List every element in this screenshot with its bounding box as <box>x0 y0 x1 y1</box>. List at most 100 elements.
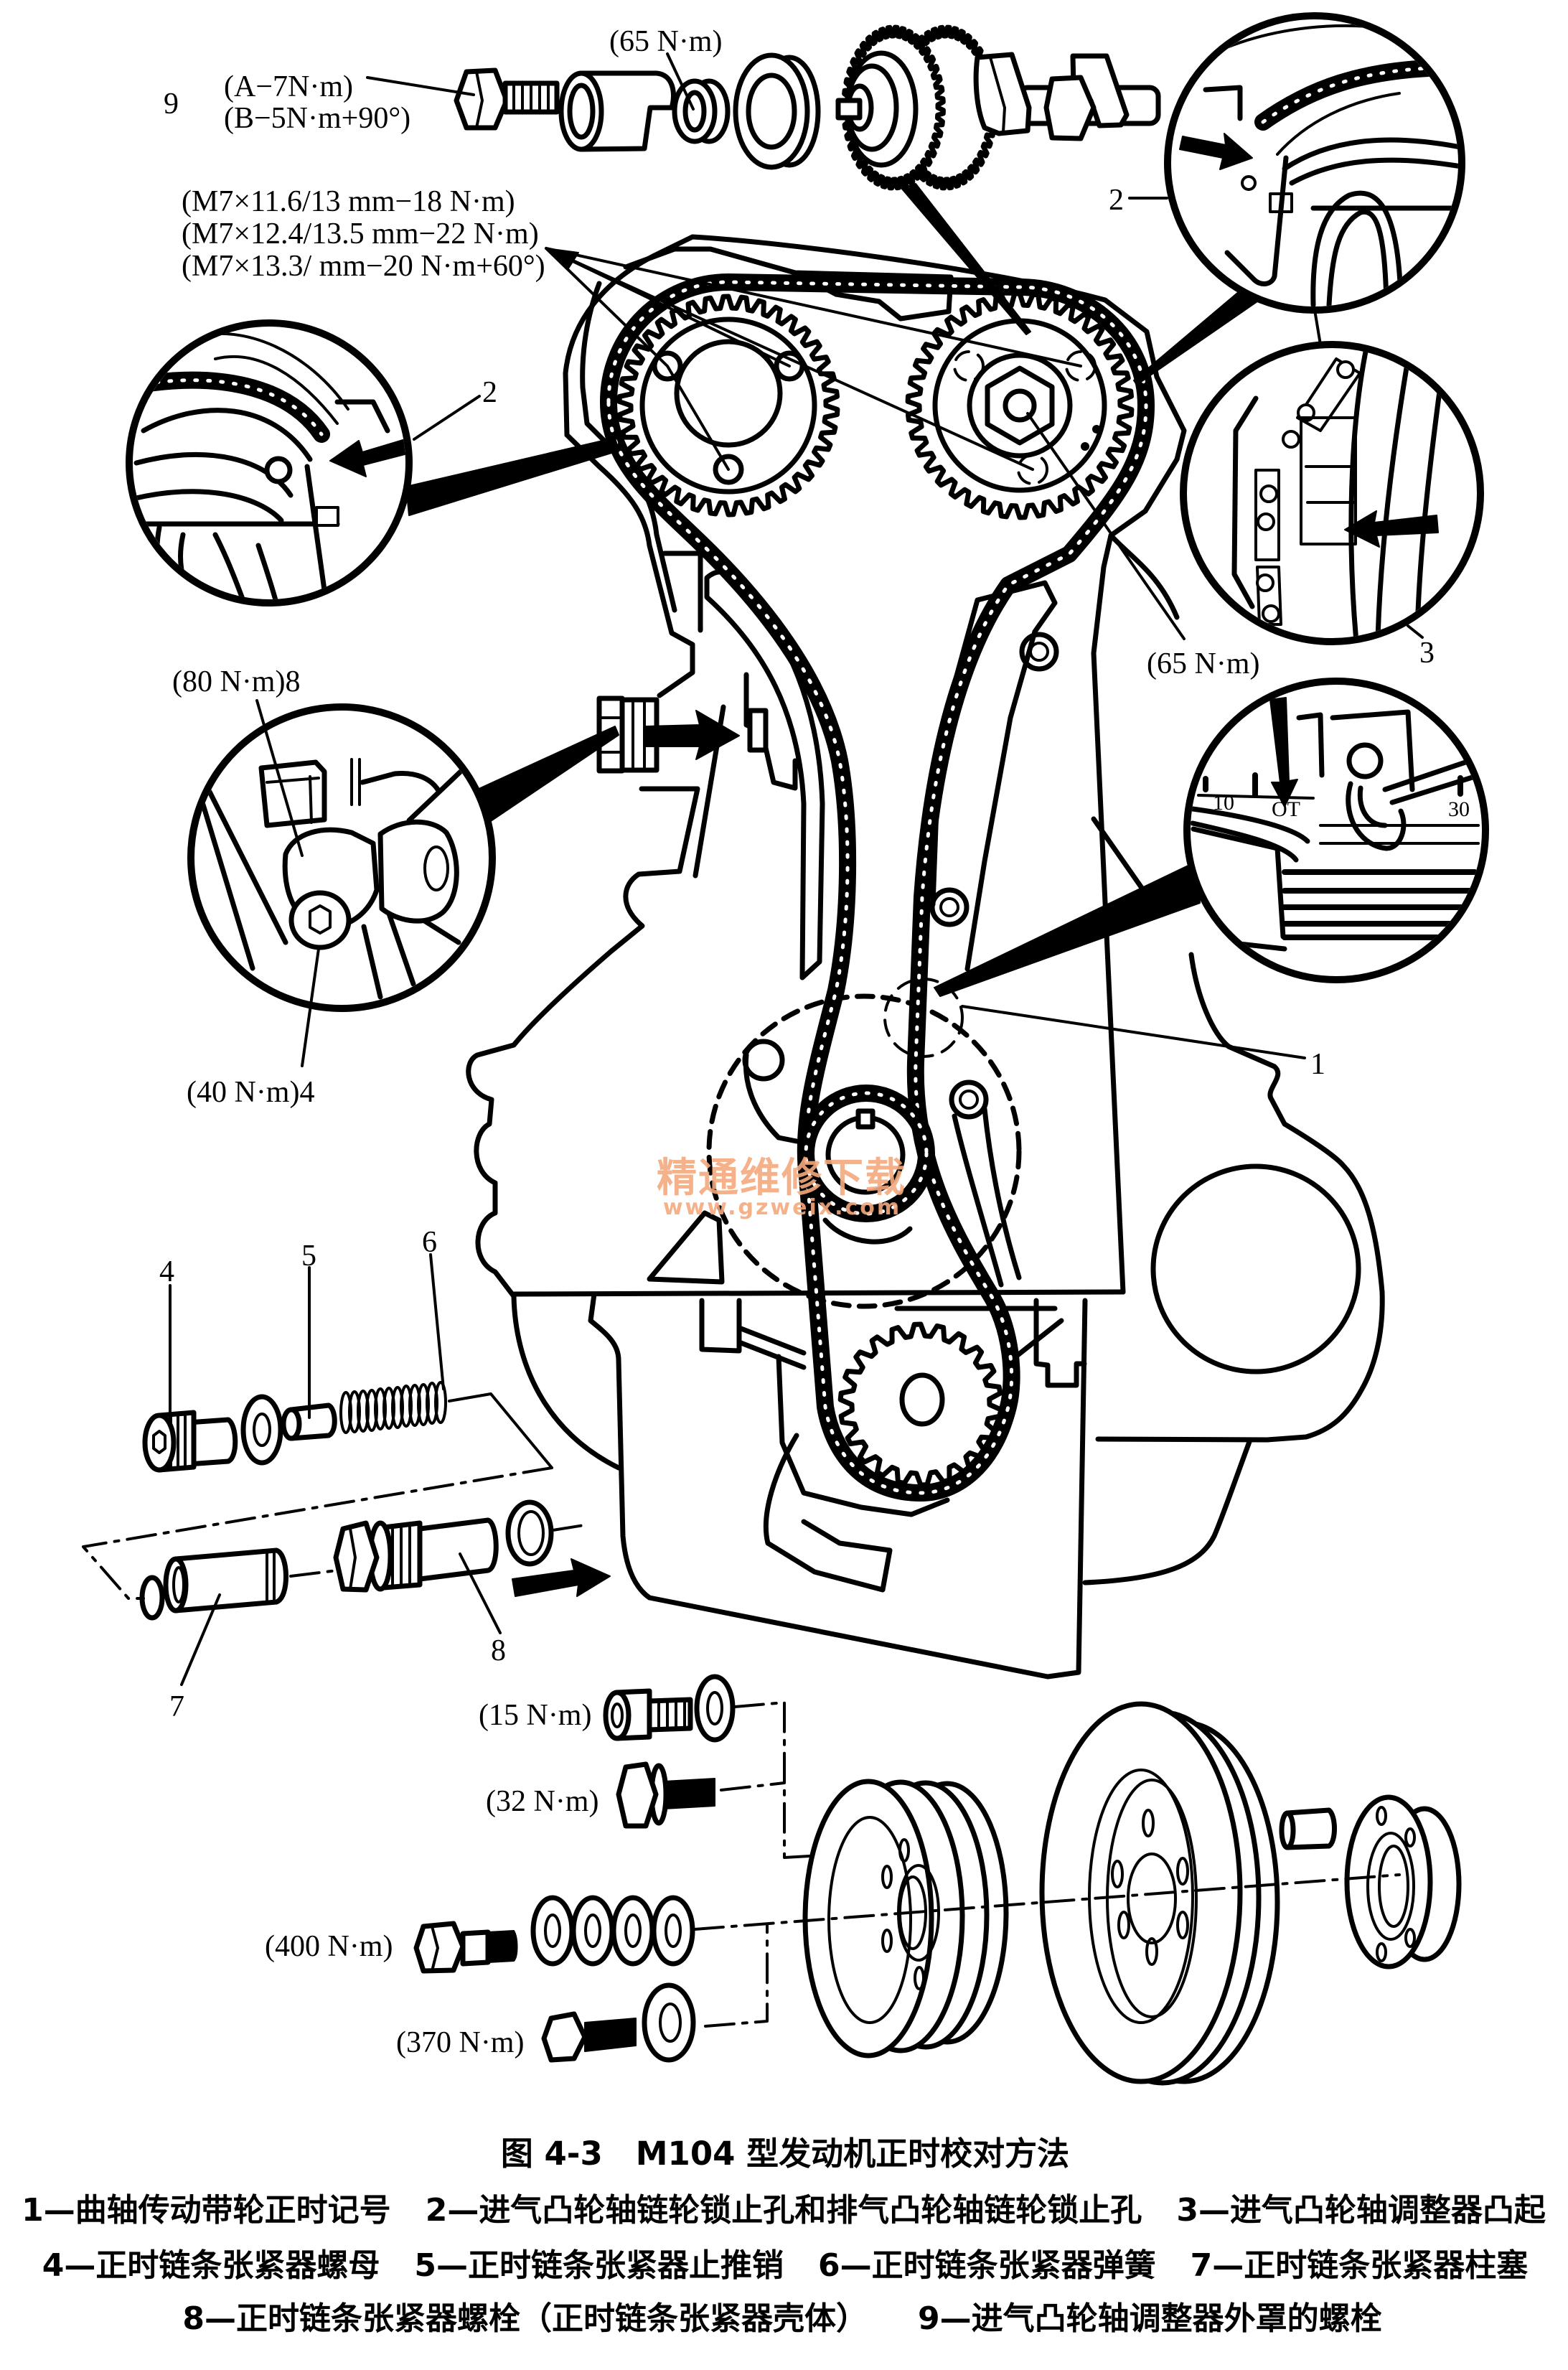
nut-bore <box>682 90 707 133</box>
camshaft-contour <box>133 408 340 527</box>
cover-triangle-rib <box>647 1210 725 1285</box>
intake-camshaft-sprocket <box>616 294 840 517</box>
camshaft-hex <box>1043 75 1097 141</box>
label-sprocket-bolt-spec-2: (M7×12.4/13.5 mm−22 N·m) <box>182 217 539 250</box>
bearing-lobe <box>1310 190 1404 306</box>
bolt-hole <box>898 1838 910 1863</box>
assembly-path-line <box>720 1781 786 1791</box>
oil-pump-right-bracket <box>894 1298 1087 1388</box>
bolt-hole <box>1117 1911 1130 1939</box>
tensioner-plunger-stub <box>747 708 769 753</box>
bolt-hex-edge <box>349 1527 357 1591</box>
pin-body <box>1285 1807 1337 1850</box>
legend-separator: — <box>205 2300 236 2337</box>
engine-block-right-contour <box>1095 952 1385 1443</box>
legend-separator: — <box>1212 2247 1244 2284</box>
bolt-hex-edge <box>475 70 484 129</box>
lower-timing-case-outline <box>588 1291 1088 1680</box>
tensioner-seal-ring <box>505 1499 554 1567</box>
cam-bearing-cap <box>623 246 954 322</box>
sealing-washer <box>240 1394 283 1466</box>
o-ring <box>139 1575 165 1621</box>
tensioner-nut-part-4 <box>142 1410 238 1473</box>
exhaust-sprocket-hex-bolt <box>985 365 1055 446</box>
legend-separator: — <box>1198 2192 1230 2229</box>
pin-body <box>288 1402 337 1441</box>
sensor-bolt <box>1346 742 1384 779</box>
pointer-line <box>545 247 1082 471</box>
pin-face <box>1279 1810 1296 1850</box>
legend-text: 正时链条张紧器螺母 <box>95 2247 380 2284</box>
bolt-hole <box>1142 1809 1155 1837</box>
detail-view-intake-lock-hole <box>126 319 619 606</box>
plunger-face-inner <box>172 1566 185 1603</box>
washer-inner <box>544 1914 561 1948</box>
bolt-hole <box>1176 1857 1189 1886</box>
timing-cover-left-edge <box>564 432 695 698</box>
legend-separator: — <box>436 2247 468 2284</box>
central-bolt-370nm <box>541 1982 696 2063</box>
tensioner-body <box>377 819 459 924</box>
washer-inner <box>253 1413 271 1447</box>
leader-line-part-9 <box>366 76 475 96</box>
cam-lobe <box>973 52 1032 136</box>
bolt-hex-head <box>413 1921 466 1974</box>
socket-head-face <box>603 1690 632 1741</box>
chain-segment <box>1254 60 1437 131</box>
label-sprocket-bolt-spec-1: (M7×11.6/13 mm−18 N·m) <box>182 185 515 218</box>
block-lower-left-sweep <box>511 1293 621 1471</box>
callout-labels: 9 (A−7N·m) (B−5N·m+90°) (65 N·m) (M7×11.… <box>159 25 1435 2059</box>
bolt-facets <box>266 775 320 824</box>
legend-row-3: 8—正时链条张紧器螺栓（正时链条张紧器壳体）9—进气凸轮轴调整器外罩的螺栓 <box>182 2300 1381 2337</box>
legend-num: 9 <box>918 2300 940 2337</box>
central-bolt-washers <box>530 1895 695 1967</box>
crankshaft-hub <box>1344 1794 1462 1969</box>
assembly-axis-line <box>551 1523 590 1532</box>
label-sprocket-bolt-spec-3: (M7×13.3/ mm−20 N·m+60°) <box>182 250 545 283</box>
legend-num: 4 <box>42 2247 65 2284</box>
timing-dot <box>1081 442 1089 451</box>
part-leader-lines <box>169 1253 502 1686</box>
watermark: 精通维修下载 www.gzweix.com <box>657 1155 905 1220</box>
hex-socket <box>309 904 332 935</box>
scale-band <box>1319 824 1480 845</box>
block-bore-circle <box>1150 1163 1361 1374</box>
tensioner-housing-outline <box>743 672 798 791</box>
install-direction-arrow <box>512 1558 611 1597</box>
label-tensioner-bolt: (80 N·m)8 <box>172 665 300 698</box>
tensioner-bolt-head-detail <box>258 759 327 828</box>
label-pulley-bolt-32: (32 N·m) <box>486 1785 598 1818</box>
bolt-hex-head <box>616 1761 659 1829</box>
socket <box>611 1702 624 1728</box>
washer-inner <box>624 1914 642 1948</box>
assembly-axis-line <box>289 1569 339 1578</box>
bolt-hex-head <box>541 2011 588 2063</box>
label-bolt-9-torque-b: (B−5N·m+90°) <box>224 102 410 135</box>
pointer-arrowhead <box>545 248 579 269</box>
hidden-bolt-hole <box>953 350 985 382</box>
hub-bore <box>1378 1845 1409 1928</box>
plunger-body <box>173 1547 288 1613</box>
washer-outer <box>571 1895 615 1967</box>
detail-view-crank-timing-mark: 10 OT 30 <box>934 678 1489 1059</box>
bolt-hole <box>1376 1942 1387 1962</box>
nut-stub <box>185 1417 238 1467</box>
bolt-hole <box>914 1966 925 1990</box>
legend-num: 8 <box>182 2300 205 2337</box>
intake-sprocket-teeth <box>616 294 840 517</box>
assembly-frame-line <box>448 1392 553 1469</box>
assembly-axis-line <box>82 1466 553 1600</box>
intake-camshaft <box>973 52 1161 141</box>
bolt-thread <box>663 1778 715 1809</box>
callout-wedge <box>1133 290 1258 385</box>
bolt-hole-inner <box>959 1090 979 1110</box>
oil-pump-pickup <box>763 1354 950 1593</box>
pin-face <box>281 1407 302 1441</box>
washer <box>694 1674 736 1743</box>
callout-wedge-to-exhaust-sprocket <box>901 183 1031 335</box>
locating-pin <box>1279 1807 1337 1850</box>
detail-view-adjuster-lug <box>1180 309 1484 645</box>
label-bolt-9-torque-a: (A−7N·m) <box>224 70 353 103</box>
chain-pin <box>1262 604 1280 623</box>
